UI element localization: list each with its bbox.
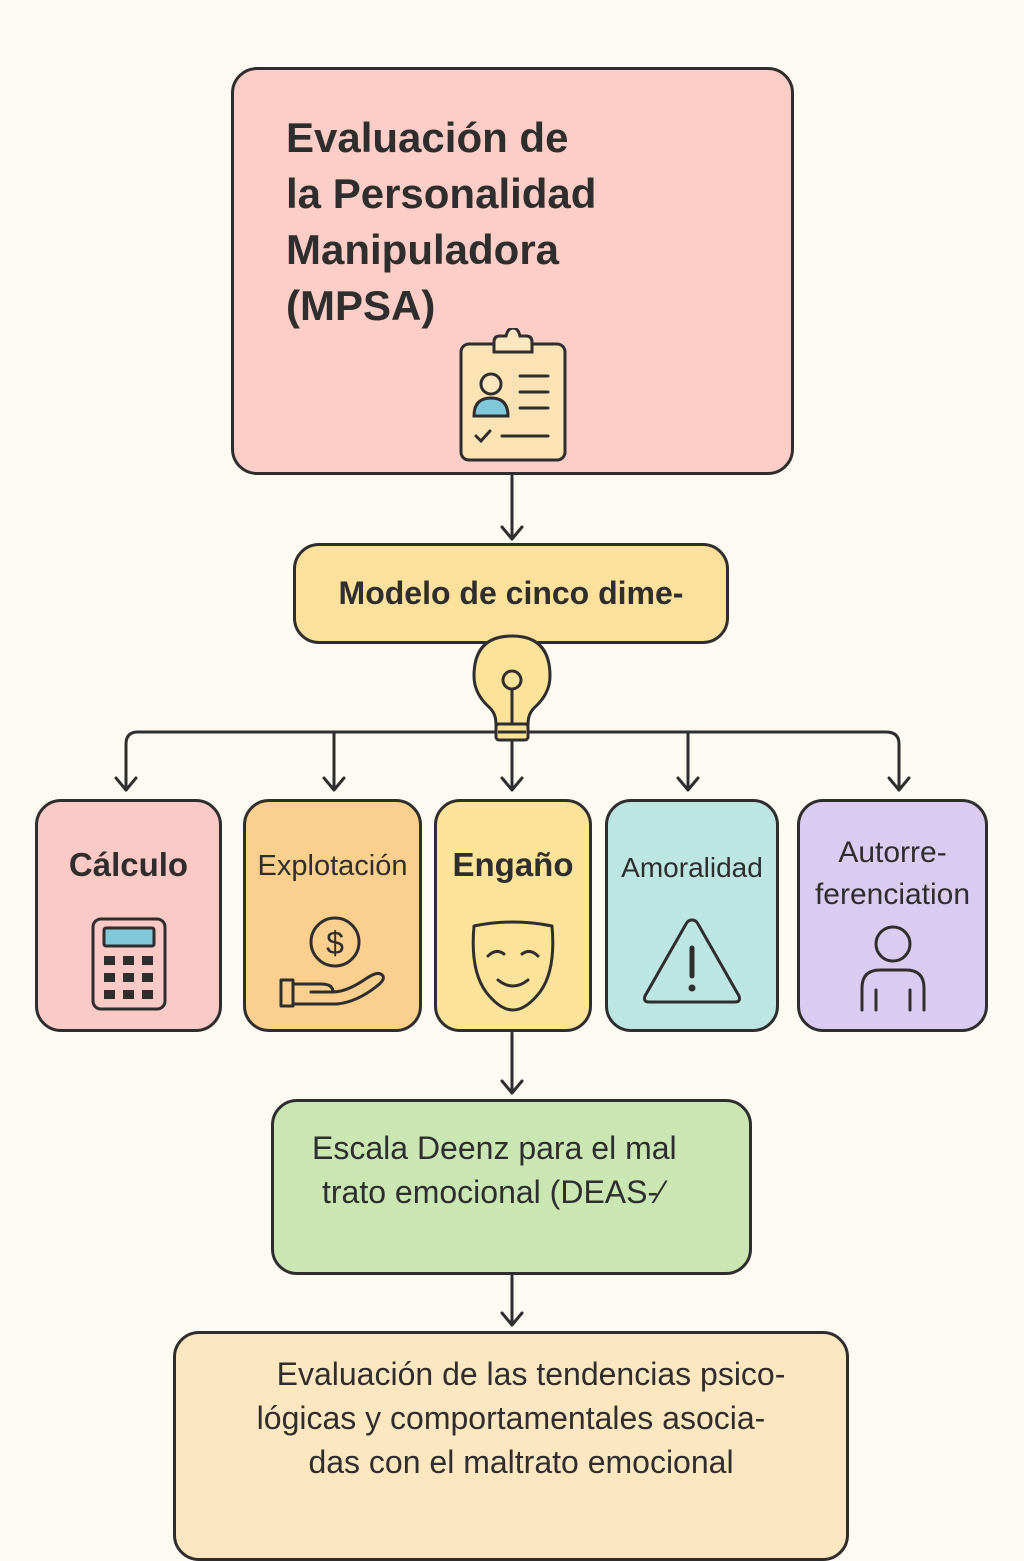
warning-triangle-icon xyxy=(643,918,741,1004)
mask-icon xyxy=(471,920,555,1012)
evaluation-line-1: Evaluación de las tendencias psico- xyxy=(276,1356,786,1392)
dimension-explotacion: Explotación $ xyxy=(243,799,422,1032)
dimension-calculo: Cálculo xyxy=(35,799,222,1032)
person-icon xyxy=(860,925,925,1012)
title-line-1: Evaluación de xyxy=(286,114,569,161)
dimension-label: Autorre- ferenciation xyxy=(800,832,985,916)
scale-description: Escala Deenz para el mal trato emocional… xyxy=(312,1126,729,1214)
dimension-label: Cálculo xyxy=(68,846,189,883)
scale-line-2: trato emocional (DEAS-⁄ xyxy=(322,1174,664,1210)
dimension-label-line-1: Autorre- xyxy=(838,836,947,869)
scale-line-1: Escala Deenz para el mal xyxy=(312,1130,677,1166)
title-line-2: la Personalidad xyxy=(286,170,597,217)
arrow-engano-to-scale xyxy=(500,1031,524,1095)
evaluation-line-2: lógicas y comportamentales asocia- xyxy=(256,1400,766,1436)
title-line-4: (MPSA) xyxy=(286,282,436,329)
evaluation-description: Evaluación de las tendencias psico- lógi… xyxy=(176,1352,846,1484)
model-label: Modelo de cinco dime- xyxy=(338,575,684,611)
mpsa-title: Evaluación de la Personalidad Manipulado… xyxy=(286,110,706,334)
mpsa-title-box: Evaluación de la Personalidad Manipulado… xyxy=(231,67,794,475)
clipboard-profile-icon xyxy=(459,328,567,462)
dimension-amoralidad: Amoralidad xyxy=(605,799,779,1032)
arrow-to-explotacion xyxy=(322,730,346,792)
calculator-icon xyxy=(91,917,166,1011)
dimension-label: Amoralidad xyxy=(621,852,763,883)
dollar-hand-icon: $ xyxy=(279,916,385,1008)
arrow-to-amoralidad xyxy=(676,730,700,792)
lightbulb-icon xyxy=(472,634,552,742)
dimension-label: Engaño xyxy=(452,846,574,883)
arrow-to-calculo xyxy=(114,776,138,792)
deas-scale-box: Escala Deenz para el mal trato emocional… xyxy=(271,1099,752,1275)
dimension-label: Explotación xyxy=(257,850,408,882)
dimension-engano: Engaño xyxy=(434,799,592,1032)
arrow-scale-to-evaluation xyxy=(500,1274,524,1327)
five-dimension-model-box: Modelo de cinco dime- xyxy=(293,543,729,644)
arrow-to-engano xyxy=(500,730,524,792)
title-line-3: Manipuladora xyxy=(286,226,560,273)
dimension-autorreferenciation: Autorre- ferenciation xyxy=(797,799,988,1032)
svg-text:$: $ xyxy=(326,925,344,961)
dimension-label-line-2: ferenciation xyxy=(814,878,971,911)
evaluation-line-3: das con el maltrato emocional xyxy=(308,1444,734,1480)
evaluation-box: Evaluación de las tendencias psico- lógi… xyxy=(173,1331,849,1561)
arrow-title-to-model xyxy=(500,474,524,541)
arrow-to-autorreferenciation xyxy=(887,776,911,792)
